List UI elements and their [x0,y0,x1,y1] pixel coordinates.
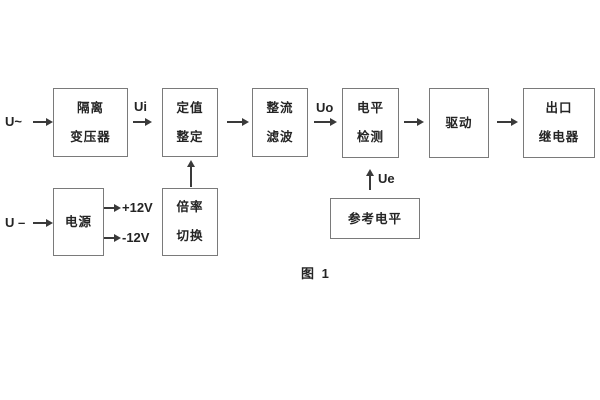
block-label: 整定 [176,129,204,144]
arrow-right-icon-filter-to-detect [314,118,337,125]
block-label: 继电器 [538,130,580,144]
signal-label-uo: Uo [316,100,334,115]
block-rectify-filter: 整流 滤波 [252,88,308,157]
block-label: 隔离 [76,100,104,115]
block-label: 滤波 [266,129,294,144]
signal-label-ui: Ui [134,99,147,114]
block-label: 参考电平 [347,211,402,226]
block-label: 变压器 [70,129,111,144]
block-output-relay: 出口 继电器 [523,88,595,158]
block-label: 电平 [356,101,384,115]
arrow-right-icon-detect-to-drive [404,118,424,125]
block-label: 出口 [545,101,573,115]
arrow-right-icon-positive-rail [104,204,121,211]
block-label: 切换 [176,229,204,243]
rail-label-positive: +12V [122,200,153,215]
arrow-right-icon-dc-input [33,219,53,226]
arrow-up-icon-ratio-to-setting [187,160,194,187]
arrow-up-icon-reference-to-detect [366,169,373,190]
block-label: 驱动 [445,116,473,130]
block-label: 整流 [266,100,294,115]
block-label: 检测 [356,130,384,144]
block-isolation-transformer: 隔离 变压器 [53,88,128,157]
block-reference-level: 参考电平 [330,198,420,239]
block-value-setting: 定值 整定 [162,88,218,157]
dc-input-label: U – [5,215,26,230]
arrow-right-icon-drive-to-relay [497,118,518,125]
block-label: 定值 [176,100,204,115]
block-ratio-switch: 倍率 切换 [162,188,218,256]
arrow-right-icon-setting-to-filter [227,118,249,125]
arrow-right-icon-ac-input [33,118,53,125]
block-level-detect: 电平 检测 [342,88,399,158]
ac-input-label: U~ [5,114,22,129]
signal-label-ue: Ue [378,171,395,186]
block-drive: 驱动 [429,88,489,158]
arrow-right-icon-negative-rail [104,234,121,241]
rail-label-negative: -12V [122,230,150,245]
block-power-supply: 电源 [53,188,104,256]
block-label: 电源 [64,215,92,229]
block-label: 倍率 [176,200,204,214]
figure-caption: 图 1 [301,266,331,281]
arrow-right-icon-transformer-to-setting [133,118,152,125]
